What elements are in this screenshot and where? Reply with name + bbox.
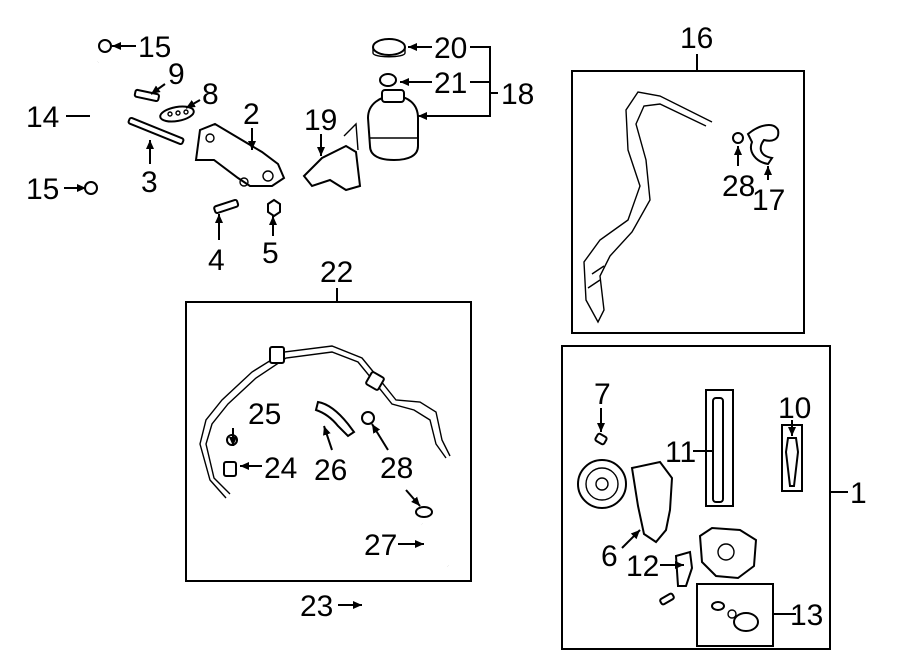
lines-16-drawing <box>583 91 780 324</box>
cap-20-drawing <box>372 38 406 58</box>
callout-2: 2 <box>243 98 260 131</box>
callout-28-group16: 28 <box>722 170 755 203</box>
callout-15-bottom: 15 <box>26 173 59 206</box>
callout-26: 26 <box>314 454 347 487</box>
reservoir-18-drawing <box>366 89 419 162</box>
callout-28-group22: 28 <box>380 452 413 485</box>
callout-17: 17 <box>752 184 785 217</box>
gasket-8-drawing <box>159 105 195 123</box>
callout-27: 27 <box>364 529 397 562</box>
callout-8: 8 <box>202 78 219 111</box>
callout-19: 19 <box>304 104 337 137</box>
callout-16: 16 <box>680 22 713 55</box>
callout-13: 13 <box>790 599 823 632</box>
callout-14: 14 <box>26 101 59 134</box>
callout-5: 5 <box>262 237 279 270</box>
callout-25: 25 <box>248 398 281 431</box>
callout-9: 9 <box>168 58 185 91</box>
callout-21: 21 <box>434 67 467 100</box>
group-box-11 <box>705 389 734 507</box>
callout-1: 1 <box>850 477 867 510</box>
callout-10: 10 <box>778 392 811 425</box>
bolt-9-drawing <box>133 88 160 103</box>
callout-15-top: 15 <box>138 31 171 64</box>
callout-6: 6 <box>601 540 618 573</box>
callout-24: 24 <box>264 452 297 485</box>
callout-11: 11 <box>665 436 696 469</box>
callout-4: 4 <box>208 244 225 277</box>
bracket-2-drawing <box>194 122 286 187</box>
stud-3-drawing <box>127 116 185 146</box>
callout-3: 3 <box>141 166 158 199</box>
callout-12: 12 <box>626 550 659 583</box>
bolt-4-drawing <box>213 198 240 214</box>
callout-22: 22 <box>320 256 353 289</box>
group-box-1 <box>561 345 831 650</box>
pump-1-drawing <box>577 397 800 632</box>
seal-21-drawing <box>379 73 397 87</box>
leader-lines <box>64 42 848 615</box>
callout-18: 18 <box>501 78 534 111</box>
group-box-13 <box>696 583 774 647</box>
callout-7: 7 <box>594 378 611 411</box>
group-box-16 <box>571 70 805 334</box>
bracket-19-drawing <box>302 122 362 192</box>
group-box-22 <box>185 301 472 582</box>
nut-5-drawing <box>267 198 281 218</box>
callout-23: 23 <box>300 590 333 623</box>
callout-20: 20 <box>434 32 467 65</box>
